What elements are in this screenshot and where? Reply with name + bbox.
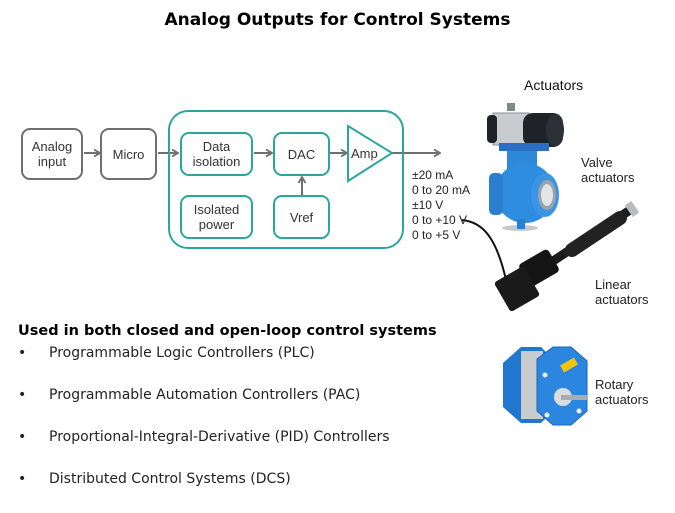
bullet-icon: • — [18, 471, 27, 487]
block-micro-label: Micro — [112, 146, 145, 162]
applications-heading: Used in both closed and open-loop contro… — [18, 323, 437, 339]
output-range: 0 to 20 mA — [412, 183, 471, 197]
valve-actuator-image — [487, 103, 564, 231]
list-item-text: Programmable Logic Controllers (PLC) — [49, 345, 315, 361]
slide-title: Analog Outputs for Control Systems — [164, 10, 511, 30]
list-item-text: Distributed Control Systems (DCS) — [49, 471, 291, 487]
output-ranges: ±20 mA 0 to 20 mA ±10 V 0 to +10 V 0 to … — [412, 168, 470, 243]
list-item: • Distributed Control Systems (DCS) — [18, 471, 390, 513]
block-micro: Micro — [100, 128, 157, 180]
applications-list: • Programmable Logic Controllers (PLC) •… — [18, 345, 390, 513]
block-dac: DAC — [273, 132, 330, 176]
block-vref-label: Vref — [289, 209, 314, 225]
output-range: 0 to +5 V — [412, 228, 461, 242]
valve-actuators-label: Valve actuators — [581, 155, 635, 185]
block-dac-label: DAC — [287, 146, 316, 162]
block-data-isolation: Data isolation — [180, 132, 253, 176]
rotary-actuator-image — [503, 346, 588, 426]
output-range: ±10 V — [412, 198, 444, 212]
bullet-icon: • — [18, 429, 27, 445]
block-isolated-power-label: Isolated power — [193, 202, 240, 232]
output-range: 0 to +10 V — [412, 213, 468, 227]
block-analog-input-label: Analog input — [31, 139, 73, 169]
linear-actuators-label: Linear actuators — [595, 277, 649, 307]
list-item: • Proportional-Integral-Derivative (PID)… — [18, 429, 390, 471]
amp-triangle — [347, 124, 394, 183]
block-vref: Vref — [273, 195, 330, 239]
block-analog-input: Analog input — [21, 128, 83, 180]
isolated-section-outline — [168, 110, 404, 249]
block-data-isolation-label: Data isolation — [192, 139, 241, 169]
list-item: • Programmable Automation Controllers (P… — [18, 387, 390, 429]
actuators-heading: Actuators — [524, 77, 584, 93]
block-amp-label: Amp — [351, 146, 378, 161]
list-item-text: Proportional-Integral-Derivative (PID) C… — [49, 429, 390, 445]
linear-actuator-image — [462, 200, 640, 312]
rotary-actuators-label: Rotary actuators — [595, 377, 649, 407]
list-item: • Programmable Logic Controllers (PLC) — [18, 345, 390, 387]
bullet-icon: • — [18, 387, 27, 403]
bullet-icon: • — [18, 345, 27, 361]
list-item-text: Programmable Automation Controllers (PAC… — [49, 387, 361, 403]
output-range: ±20 mA — [412, 168, 454, 182]
block-isolated-power: Isolated power — [180, 195, 253, 239]
